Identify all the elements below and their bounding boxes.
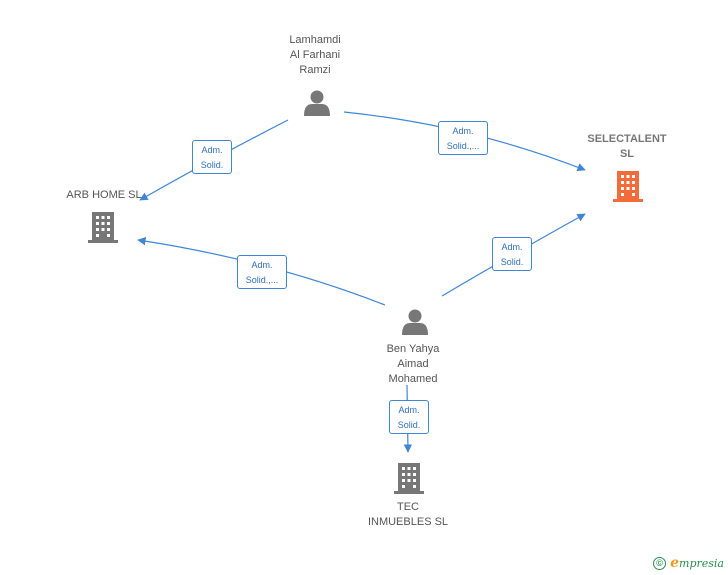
node-label-tec-inmuebles[interactable]: TEC INMUEBLES SL — [352, 500, 464, 530]
edge-label-line: Solid.,... — [446, 141, 480, 151]
node-label-arb-home[interactable]: ARB HOME SL — [52, 188, 156, 203]
node-label-selectalent[interactable]: SELECTALENT SL — [572, 132, 682, 162]
node-label-line: Al Farhani — [289, 49, 341, 61]
node-label-ben-yahya[interactable]: Ben Yahya Aimad Mohamed — [363, 342, 463, 387]
building-icon[interactable] — [88, 212, 118, 243]
node-label-line: ARB HOME SL — [66, 189, 142, 201]
node-label-line: Ben Yahya — [386, 343, 440, 355]
edge-label-lamhamdi-selectalent[interactable]: Adm. Solid.,... — [438, 121, 488, 155]
edge-label-line: Solid. — [397, 420, 421, 430]
edge-label-line: Solid.,... — [245, 275, 279, 285]
edge-label-line: Adm. — [452, 126, 474, 136]
node-label-lamhamdi[interactable]: Lamhamdi Al Farhani Ramzi — [265, 33, 365, 78]
edge-label-line: Adm. — [501, 242, 523, 252]
node-label-line: Ramzi — [299, 64, 331, 76]
copyright-icon: © — [653, 556, 667, 570]
person-icon[interactable] — [304, 90, 330, 117]
brand-name: mpresia — [679, 557, 724, 570]
node-label-line: SL — [619, 148, 635, 160]
node-label-line: Aimad — [397, 358, 429, 370]
edge-label-line: Adm. — [251, 260, 273, 270]
node-label-line: Mohamed — [388, 373, 438, 385]
edge-label-benyahya-selectalent[interactable]: Adm. Solid. — [492, 237, 532, 271]
edge-label-line: Solid. — [200, 160, 224, 170]
person-icon[interactable] — [402, 309, 428, 336]
edge-label-line: Adm. — [398, 405, 420, 415]
node-label-line: SELECTALENT — [587, 133, 667, 145]
edge-label-line: Solid. — [500, 257, 524, 267]
node-label-line: INMUEBLES SL — [367, 516, 449, 528]
node-label-line: Lamhamdi — [289, 34, 341, 46]
edge-label-benyahya-arb[interactable]: Adm. Solid.,... — [237, 255, 287, 289]
building-icon[interactable] — [613, 171, 643, 202]
edge-label-lamhamdi-arb[interactable]: Adm. Solid. — [192, 140, 232, 174]
edge-label-line: Adm. — [201, 145, 223, 155]
building-icon[interactable] — [394, 463, 424, 494]
brand-initial: e — [670, 555, 680, 571]
node-label-line: TEC — [397, 501, 419, 513]
footer-brand: © empresia — [653, 555, 724, 571]
brand-logo[interactable]: empresia — [670, 555, 724, 571]
edge-label-benyahya-tec[interactable]: Adm. Solid. — [389, 400, 429, 434]
